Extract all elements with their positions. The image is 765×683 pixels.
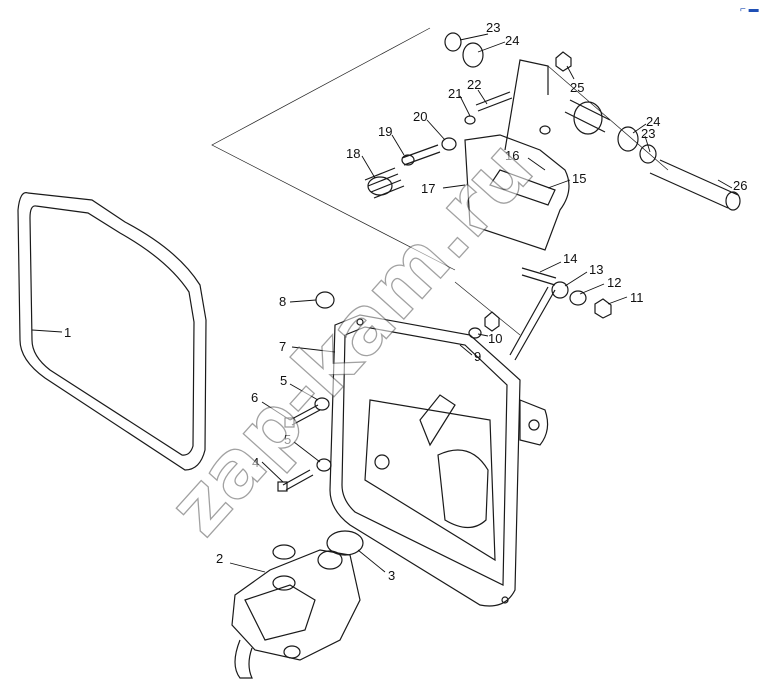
fasteners-4-5-6 bbox=[277, 397, 332, 492]
callout-18: 18 bbox=[346, 146, 360, 161]
callout-21: 21 bbox=[448, 86, 462, 101]
callout-10: 10 bbox=[488, 331, 502, 346]
housing-plate-part-7 bbox=[329, 314, 549, 607]
bracket-part-17 bbox=[464, 59, 570, 251]
rod-assembly-11-14 bbox=[509, 267, 612, 361]
callout-6: 6 bbox=[251, 390, 258, 405]
callout-13: 13 bbox=[589, 262, 603, 277]
fasteners-9-10 bbox=[468, 311, 500, 339]
callout-7: 7 bbox=[279, 339, 286, 354]
callout-14: 14 bbox=[563, 251, 577, 266]
callout-17: 17 bbox=[421, 181, 435, 196]
callout-12: 12 bbox=[607, 275, 621, 290]
callout-labels: 1 2 3 4 5 5 6 7 8 9 10 11 12 13 14 15 16… bbox=[64, 20, 747, 583]
gasket-part-1 bbox=[17, 192, 207, 471]
valve-body-part-2 bbox=[231, 544, 361, 679]
pins-19-20 bbox=[401, 137, 457, 166]
corner-mark: ⌐ ▬ bbox=[740, 4, 759, 15]
callout-23a: 23 bbox=[486, 20, 500, 35]
callout-5b: 5 bbox=[284, 432, 291, 447]
callout-16: 16 bbox=[505, 148, 519, 163]
callout-23b: 23 bbox=[641, 126, 655, 141]
callout-leaders bbox=[31, 33, 733, 573]
callout-24b: 24 bbox=[646, 114, 660, 129]
callout-26: 26 bbox=[733, 178, 747, 193]
callout-19: 19 bbox=[378, 124, 392, 139]
callout-11: 11 bbox=[630, 290, 644, 305]
callout-1: 1 bbox=[64, 325, 71, 340]
callout-2: 2 bbox=[216, 551, 223, 566]
o-ring-part-3 bbox=[326, 530, 364, 556]
callout-5a: 5 bbox=[280, 373, 287, 388]
callout-4: 4 bbox=[252, 455, 259, 470]
callout-25: 25 bbox=[570, 80, 584, 95]
callout-8: 8 bbox=[279, 294, 286, 309]
spring-part-18 bbox=[364, 167, 405, 199]
assembly-guide-lines bbox=[211, 27, 669, 336]
callout-3: 3 bbox=[388, 568, 395, 583]
callout-24a: 24 bbox=[505, 33, 519, 48]
callout-22: 22 bbox=[467, 77, 481, 92]
callout-20: 20 bbox=[413, 109, 427, 124]
callout-15: 15 bbox=[572, 171, 586, 186]
shaft-part-26 bbox=[564, 99, 741, 211]
callout-9: 9 bbox=[474, 349, 481, 364]
